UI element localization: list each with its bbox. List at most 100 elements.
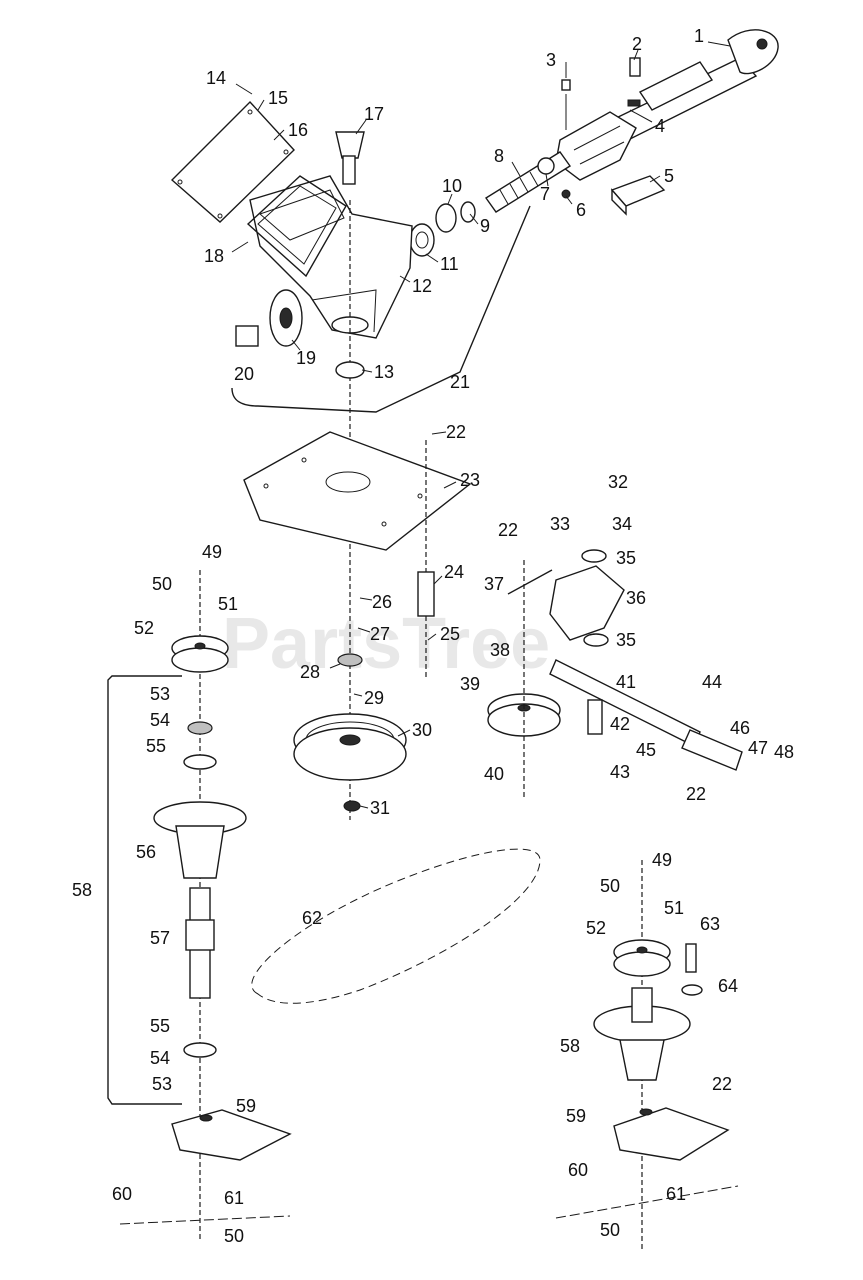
part-label-35-top: 35 bbox=[616, 548, 636, 568]
bearings-seals-9-10-11 bbox=[409, 201, 476, 257]
part-label-63: 63 bbox=[700, 914, 720, 934]
part-label-52-right: 52 bbox=[586, 918, 606, 938]
left-blade-60 bbox=[119, 1215, 291, 1225]
part-label-14: 14 bbox=[206, 68, 226, 88]
part-label-28: 28 bbox=[300, 662, 320, 682]
part-label-53-left: 53 bbox=[150, 684, 170, 704]
left-retainer-55 bbox=[183, 754, 217, 770]
part-label-18: 18 bbox=[204, 246, 224, 266]
part-label-50-left-bottom: 50 bbox=[224, 1226, 244, 1246]
part-label-46: 46 bbox=[730, 718, 750, 738]
center-pulley-30 bbox=[293, 713, 407, 781]
part-label-27: 27 bbox=[370, 624, 390, 644]
part-label-45: 45 bbox=[636, 740, 656, 760]
part-label-20: 20 bbox=[234, 364, 254, 384]
part-label-57: 57 bbox=[150, 928, 170, 948]
part-label-54-left-lower: 54 bbox=[150, 1048, 170, 1068]
spring-37 bbox=[507, 569, 553, 595]
part-label-43: 43 bbox=[610, 762, 630, 782]
spacer-42 bbox=[587, 699, 603, 735]
parts-set-21-bracket bbox=[231, 205, 531, 413]
part-label-38: 38 bbox=[490, 640, 510, 660]
cover-gasket bbox=[246, 175, 347, 278]
bolt-63 bbox=[685, 943, 697, 973]
part-label-58-left: 58 bbox=[72, 880, 92, 900]
left-bearing-54 bbox=[187, 721, 213, 735]
left-spindle-bracket-59 bbox=[171, 1109, 292, 1161]
spacer-24 bbox=[417, 571, 435, 617]
bevel-gear-19 bbox=[235, 289, 303, 347]
nut-31 bbox=[343, 800, 361, 812]
part-label-50-left: 50 bbox=[152, 574, 172, 594]
part-label-50-right: 50 bbox=[600, 876, 620, 896]
part-label-47: 47 bbox=[748, 738, 768, 758]
part-label-2: 2 bbox=[632, 34, 642, 54]
part-label-16: 16 bbox=[288, 120, 308, 140]
left-lower-bearing bbox=[183, 1042, 217, 1058]
idler-bracket-36 bbox=[549, 549, 625, 647]
part-label-60-right: 60 bbox=[568, 1160, 588, 1180]
part-label-13: 13 bbox=[374, 362, 394, 382]
part-label-55-left: 55 bbox=[146, 736, 166, 756]
gearbox-cover bbox=[170, 100, 295, 223]
part-label-59-left: 59 bbox=[236, 1096, 256, 1116]
part-label-60-left: 60 bbox=[112, 1184, 132, 1204]
left-spindle-pulley-52 bbox=[171, 635, 229, 673]
part-label-48: 48 bbox=[774, 742, 794, 762]
part-label-4: 4 bbox=[655, 116, 665, 136]
part-label-64: 64 bbox=[718, 976, 738, 996]
part-label-52-left: 52 bbox=[134, 618, 154, 638]
part-label-19: 19 bbox=[296, 348, 316, 368]
part-label-12: 12 bbox=[412, 276, 432, 296]
part-label-15: 15 bbox=[268, 88, 288, 108]
part-number-labels: 1 2 3 4 5 6 7 8 9 10 11 12 13 14 15 16 1… bbox=[72, 26, 794, 1246]
watermark-text: PartsTree bbox=[222, 604, 550, 684]
part-label-25: 25 bbox=[440, 624, 460, 644]
part-label-32: 32 bbox=[608, 472, 628, 492]
part-label-5: 5 bbox=[664, 166, 674, 186]
part-label-22-right: 22 bbox=[686, 784, 706, 804]
part-label-22-lower: 22 bbox=[712, 1074, 732, 1094]
bearing-13 bbox=[335, 361, 365, 379]
part-label-49-right: 49 bbox=[652, 850, 672, 870]
part-label-1: 1 bbox=[694, 26, 704, 46]
part-label-8: 8 bbox=[494, 146, 504, 166]
right-spindle-pulley-52 bbox=[613, 939, 671, 977]
part-label-22-idler: 22 bbox=[498, 520, 518, 540]
part-label-51-left: 51 bbox=[218, 594, 238, 614]
part-label-7: 7 bbox=[540, 184, 550, 204]
part-label-59-right: 59 bbox=[566, 1106, 586, 1126]
shaft-guard bbox=[555, 111, 637, 181]
part-label-21: 21 bbox=[450, 372, 470, 392]
left-spindle-housing-56 bbox=[153, 801, 247, 879]
part-label-41: 41 bbox=[616, 672, 636, 692]
part-label-10: 10 bbox=[442, 176, 462, 196]
part-label-31: 31 bbox=[370, 798, 390, 818]
part-label-40: 40 bbox=[484, 764, 504, 784]
spindle-assembly-bracket-58 bbox=[107, 675, 182, 1105]
part-label-42: 42 bbox=[610, 714, 630, 734]
part-label-3: 3 bbox=[546, 50, 556, 70]
part-label-30: 30 bbox=[412, 720, 432, 740]
part-label-37: 37 bbox=[484, 574, 504, 594]
right-blade-60 bbox=[555, 1185, 739, 1219]
hardware-2-3-6-7 bbox=[537, 57, 641, 199]
part-label-61-left: 61 bbox=[224, 1188, 244, 1208]
washer-64 bbox=[681, 984, 703, 996]
part-label-39: 39 bbox=[460, 674, 480, 694]
part-label-56: 56 bbox=[136, 842, 156, 862]
key-part-5 bbox=[610, 175, 666, 216]
deck-mounting-plate bbox=[243, 431, 472, 551]
drive-belt-62 bbox=[251, 848, 541, 1004]
part-label-54-left: 54 bbox=[150, 710, 170, 730]
part-label-9: 9 bbox=[480, 216, 490, 236]
part-label-51-right: 51 bbox=[664, 898, 684, 918]
part-label-36: 36 bbox=[626, 588, 646, 608]
part-label-22-top: 22 bbox=[446, 422, 466, 442]
part-label-55-left-lower: 55 bbox=[150, 1016, 170, 1036]
part-label-50-right-bottom: 50 bbox=[600, 1220, 620, 1240]
right-spindle-housing-58 bbox=[593, 987, 691, 1081]
part-label-53-left-lower: 53 bbox=[152, 1074, 172, 1094]
part-label-49-left: 49 bbox=[202, 542, 222, 562]
